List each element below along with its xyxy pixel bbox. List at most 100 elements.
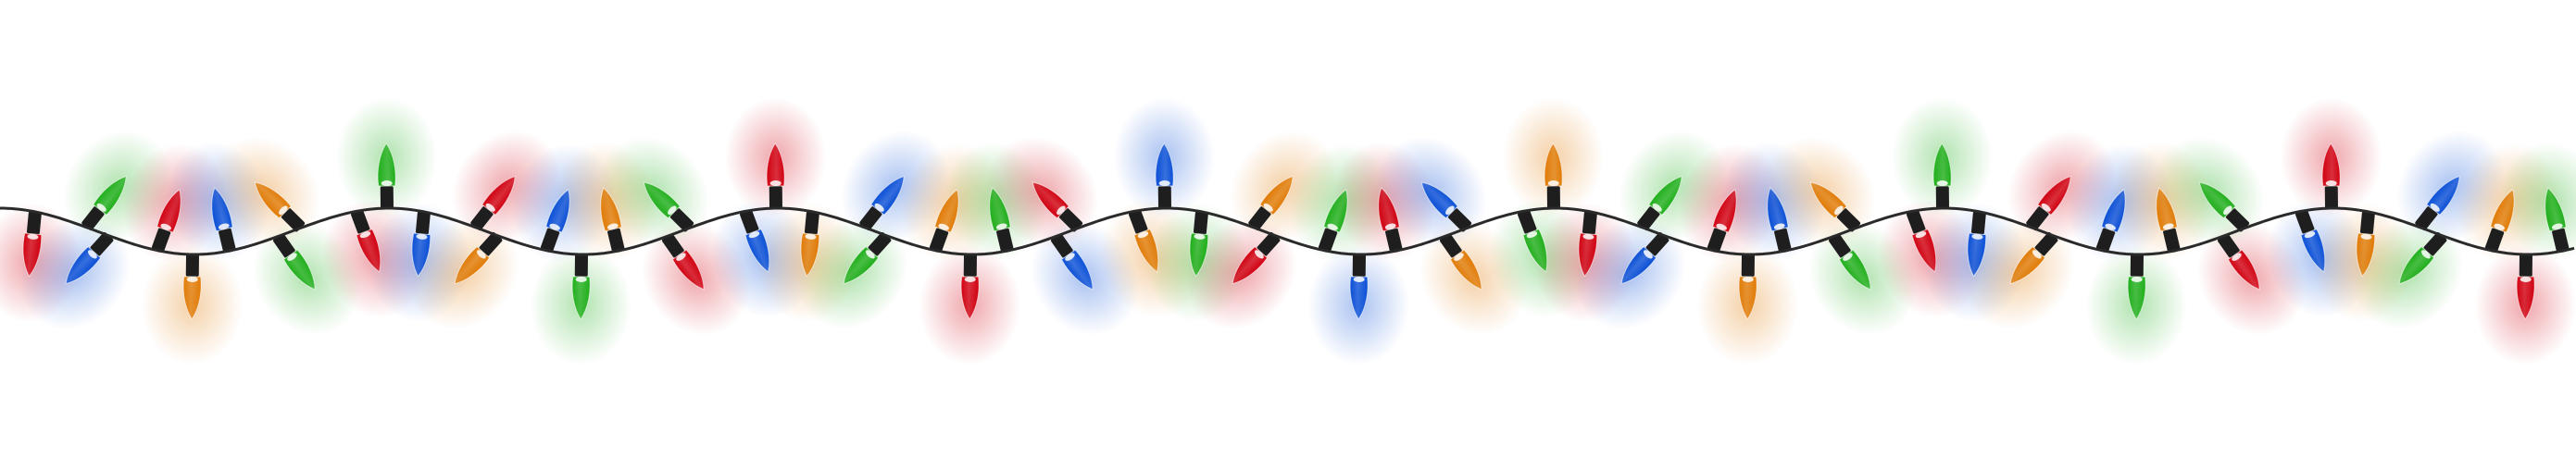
bulb-socket [2423,231,2447,256]
bulb-body [1189,232,1209,278]
bulb-socket [963,254,977,278]
bulb-highlight [381,180,393,187]
bulb-green [2545,187,2567,232]
bulb-socket [1907,209,1926,234]
bulb-socket [2130,254,2144,278]
bulb-blue [1620,245,1657,285]
bulb-socket [2163,228,2181,253]
bulb-blue [65,245,102,285]
bulb-body [1133,229,1159,273]
bulb-body [934,188,959,233]
bulb-socket [1447,208,1472,232]
bulb-green [2198,181,2236,219]
bulb-highlight [1971,233,1983,240]
bulb-socket [929,228,949,253]
bulb-blue [545,188,570,233]
bulb-red [766,142,785,187]
bulb-socket [273,233,295,258]
bulb-body [2490,188,2515,233]
bulb-blue [1767,187,1789,232]
bulb-blue [211,187,233,232]
bulb-highlight [2551,223,2563,230]
bulb-socket [868,231,892,256]
bulb-orange [1809,181,1847,219]
bulb-body [545,188,570,233]
bulb-highlight [279,205,288,216]
bulb-highlight [964,276,976,282]
bulb-socket [1707,228,1727,253]
bulb-body [1712,188,1737,233]
bulb-socket [281,208,306,232]
bulb-socket [1741,254,1755,278]
bulb-socket [1248,206,1271,231]
bulb-socket [2095,228,2116,253]
bulb-socket [1970,211,1986,235]
bulb-socket [479,231,503,256]
bulb-green [1522,229,1548,273]
bulb-socket [90,231,114,256]
bulb-highlight [1834,205,1844,216]
bulb-body [989,187,1011,232]
bulb-socket [219,228,236,253]
bulb-red [1911,229,1937,273]
bulb-socket [26,211,42,235]
bulb-body [1155,142,1174,187]
bulb-red [1712,188,1737,233]
bulb-body [800,232,820,278]
bulb-blue [411,232,431,278]
bulb-body [156,188,181,233]
bulb-orange [1259,175,1294,216]
bulb-socket [415,211,431,235]
bulb-socket [1058,208,1083,232]
bulb-body [2156,187,2178,232]
bulb-socket [1774,228,1792,253]
bulb-socket [185,254,199,278]
bulb-red [356,229,381,273]
bulb-orange [182,276,202,320]
bulb-highlight [1137,231,1149,239]
bulb-highlight [1263,203,1273,212]
bulb-highlight [1384,223,1396,230]
bulb-socket [1193,211,1208,235]
bulb-glows [0,97,2576,365]
bulb-socket [2415,206,2438,231]
bulb-highlight [160,223,171,230]
bulb-red [1032,181,1069,219]
bulb-highlight [995,223,1007,230]
bulb-highlight [2232,253,2242,261]
bulb-orange [1133,229,1159,273]
bulb-green [2398,245,2435,285]
bulb-body [411,232,431,278]
bulb-green [377,142,396,187]
bulb-highlight [1158,180,1170,187]
bulb-orange [2490,188,2515,233]
bulb-body [1349,276,1369,320]
bulb-blue [2101,188,2126,233]
bulb-blue [2426,175,2460,216]
bulb-highlight [27,233,39,240]
bulb-body [356,229,381,273]
bulb-red [671,249,705,291]
bulb-highlight [2105,223,2116,230]
bulb-green [1189,232,1209,278]
bulb-highlight [1716,223,1727,230]
bulb-body [1323,188,1348,233]
bulb-socket [1051,233,1073,258]
bulb-red [2321,142,2341,187]
bulb-highlight [1915,231,1927,239]
bulb-socket [859,206,882,231]
bulb-highlight [1445,205,1455,216]
bulb-body [1967,232,1987,278]
bulb-highlight [1773,223,1785,230]
bulb-highlight [874,203,884,212]
bulb-orange [1544,142,1563,187]
bulb-highlight [549,223,560,230]
bulb-blue [2300,229,2326,273]
bulb-socket [574,254,588,278]
bulb-body [2127,276,2146,320]
bulb-highlight [416,233,428,240]
bulb-socket [1385,228,1403,253]
bulb-body [766,142,785,187]
bulb-red [1232,245,1269,285]
bulb-red [156,188,181,233]
